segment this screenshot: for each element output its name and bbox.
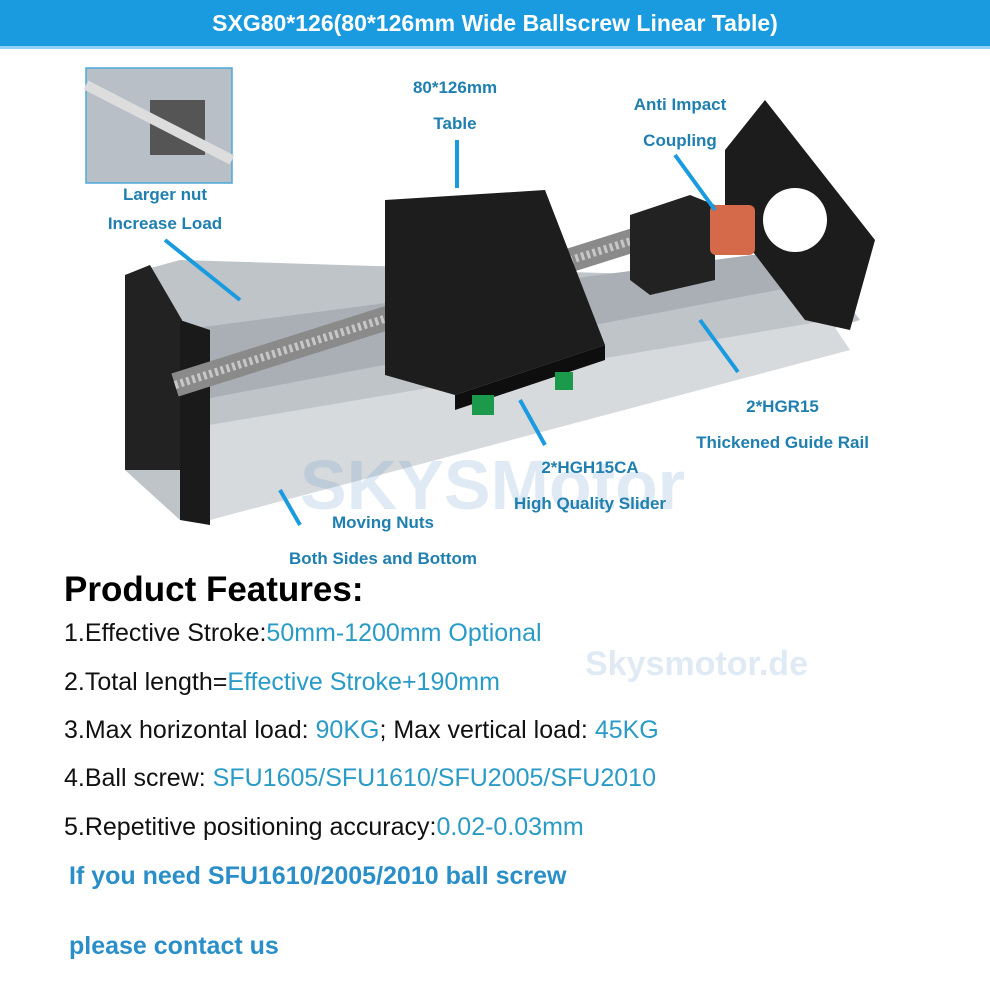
feature-value: 45KG — [594, 716, 659, 744]
callout-line: Table — [433, 114, 477, 133]
callout-moving-nuts: Moving Nuts Both Sides and Bottom — [268, 505, 498, 577]
callout-rail: 2*HGR15 Thickened Guide Rail — [675, 389, 890, 461]
callout-line: 80*126mm — [412, 78, 498, 97]
feature-value: 0.02-0.03mm — [436, 813, 584, 841]
feature-item: 2.Total length=Effective Stroke+190mm — [64, 668, 500, 697]
feature-label: 2.Total length= — [64, 668, 228, 696]
features-title: Product Features: — [64, 570, 364, 609]
callout-line: Anti Impact — [633, 95, 727, 114]
note-contact: please contact us — [69, 932, 279, 960]
callout-line: Coupling — [643, 131, 717, 150]
feature-value: 50mm-1200mm Optional — [266, 619, 542, 647]
feature-label: 1.Effective Stroke: — [64, 619, 267, 647]
feature-item: 3.Max horizontal load: 90KG; Max vertica… — [64, 716, 659, 745]
callout-nut: Larger nut Increase Load — [90, 180, 240, 238]
callout-slider: 2*HGH15CA High Quality Slider — [495, 450, 685, 522]
callout-coupling: Anti Impact Coupling — [610, 87, 750, 159]
callout-line: Thickened Guide Rail — [696, 433, 869, 452]
callout-line: 2*HGR15 — [746, 397, 819, 416]
feature-item: 5.Repetitive positioning accuracy:0.02-0… — [64, 813, 584, 842]
watermark-site: Skysmotor.de — [585, 645, 808, 683]
feature-label: 5.Repetitive positioning accuracy: — [64, 813, 437, 841]
callout-line: 2*HGH15CA — [541, 458, 639, 477]
callout-line: High Quality Slider — [513, 494, 667, 513]
feature-label: ; Max vertical load: — [379, 716, 595, 744]
callout-line: Increase Load — [107, 214, 223, 233]
linear-table-product-image — [83, 67, 875, 526]
feature-value: SFU1605/SFU1610/SFU2005/SFU2010 — [212, 764, 656, 792]
callout-line: Larger nut — [122, 185, 208, 204]
callout-line: Moving Nuts — [332, 513, 434, 532]
feature-label: 4.Ball screw: — [64, 764, 213, 792]
watermark: SKYSMotor — [300, 446, 685, 524]
page-title: SXG80*126(80*126mm Wide Ballscrew Linear… — [0, 0, 990, 49]
feature-item: 4.Ball screw: SFU1605/SFU1610/SFU2005/SF… — [64, 764, 656, 793]
callout-table: 80*126mm Table — [385, 70, 525, 142]
feature-value: Effective Stroke+190mm — [227, 668, 500, 696]
feature-item: 1.Effective Stroke:50mm-1200mm Optional — [64, 619, 542, 648]
callout-line: Both Sides and Bottom — [289, 549, 477, 568]
feature-value: 90KG — [315, 716, 380, 744]
feature-label: 3.Max horizontal load: — [64, 716, 316, 744]
note-line: If you need SFU1610/2005/2010 ball screw — [69, 862, 567, 890]
